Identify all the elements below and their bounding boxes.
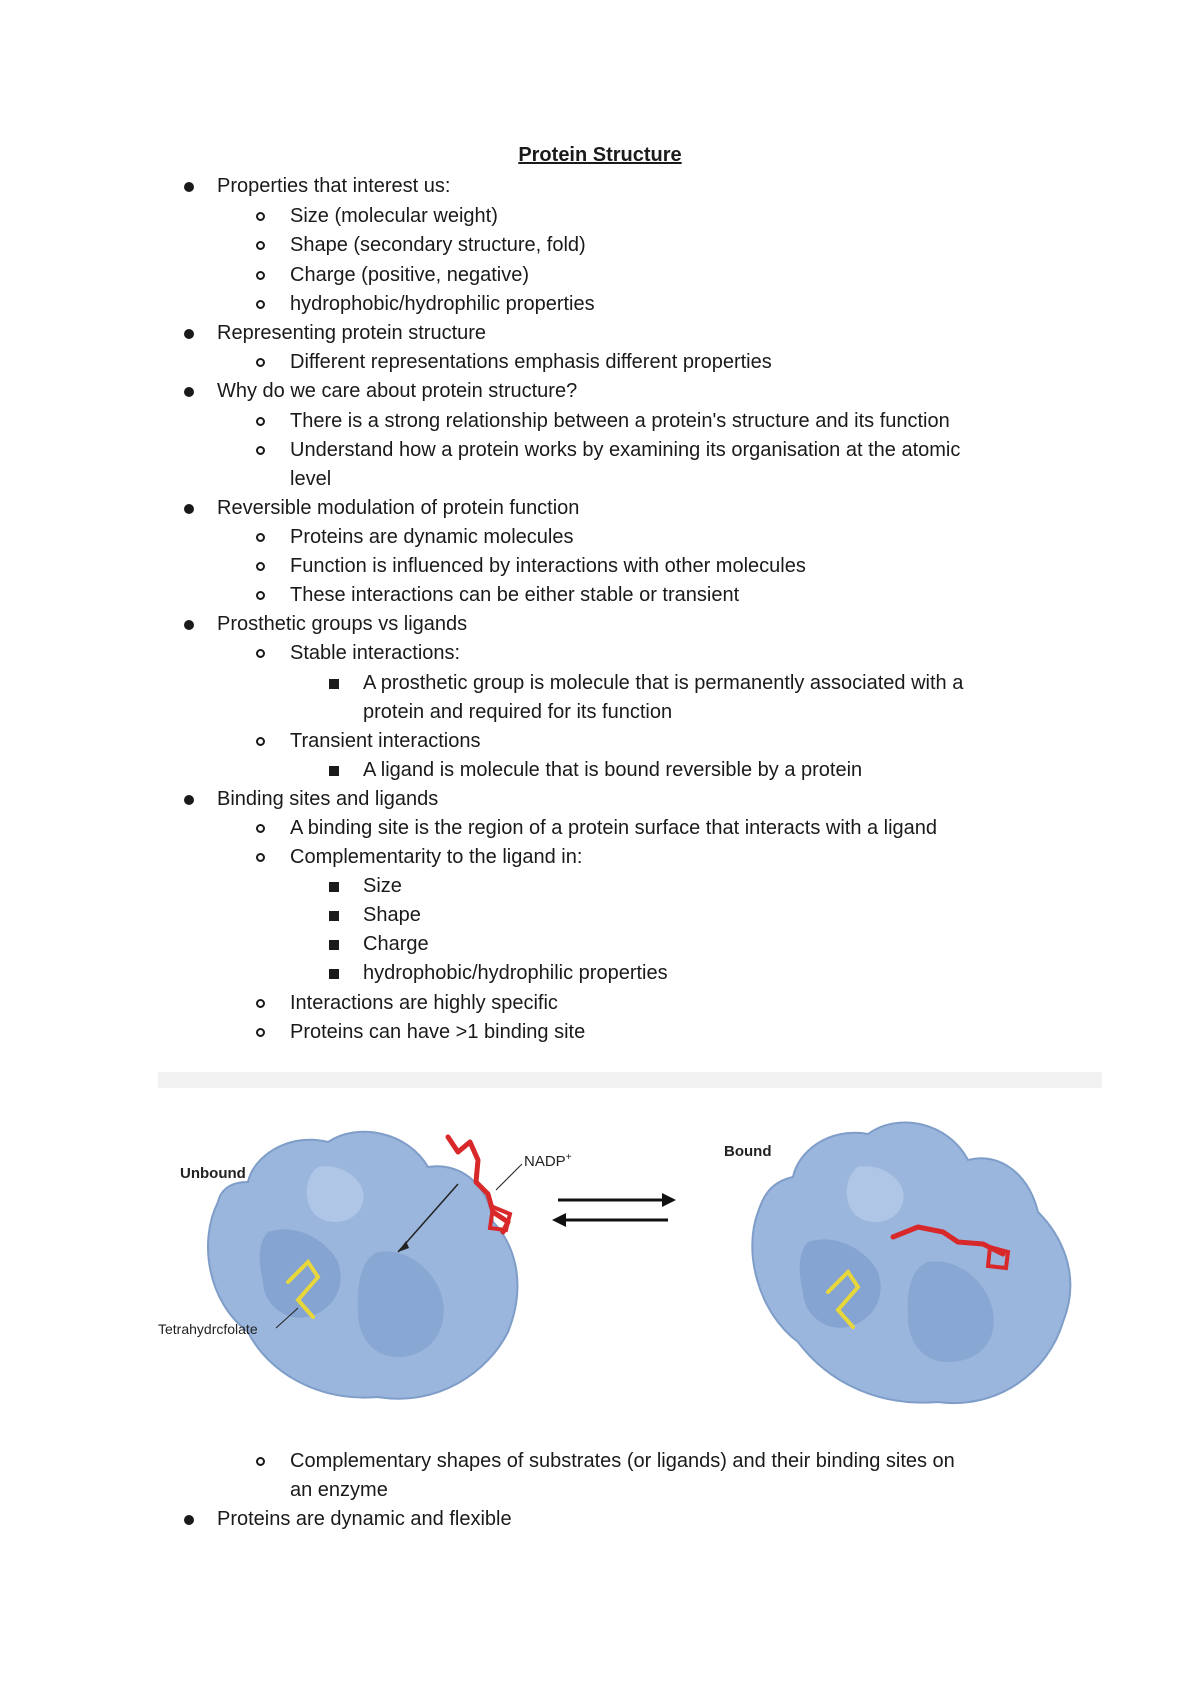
list-item: Representing protein structure bbox=[217, 322, 487, 344]
nadp-ligand bbox=[445, 1134, 513, 1235]
bullet-marker bbox=[256, 1028, 265, 1037]
list-item: Shape bbox=[363, 904, 421, 926]
bullet-marker bbox=[329, 911, 339, 921]
list-item: level bbox=[290, 468, 332, 490]
bullet-marker bbox=[256, 999, 265, 1008]
bullet-marker bbox=[256, 212, 265, 221]
bullet-marker bbox=[329, 766, 339, 776]
bullet-marker bbox=[256, 562, 265, 571]
bullet-marker bbox=[329, 969, 339, 979]
binding-arrow-line bbox=[397, 1183, 459, 1253]
binding-figure: Unbound Tetrahydrcfolate NADP+ Bound bbox=[158, 1072, 1102, 1432]
list-item: Size (molecular weight) bbox=[290, 205, 498, 227]
bullet-marker bbox=[256, 824, 265, 833]
list-item: Complementary shapes of substrates (or l… bbox=[290, 1450, 955, 1472]
list-item: Stable interactions: bbox=[290, 642, 461, 664]
list-item: Different representations emphasis diffe… bbox=[290, 351, 772, 373]
bound-label: Bound bbox=[724, 1143, 771, 1160]
bullet-marker bbox=[329, 940, 339, 950]
bullet-marker bbox=[184, 1515, 194, 1525]
list-item: Function is influenced by interactions w… bbox=[290, 555, 806, 577]
bullet-marker bbox=[256, 417, 265, 426]
list-item: Why do we care about protein structure? bbox=[217, 380, 578, 402]
bullet-marker bbox=[184, 504, 194, 514]
list-item: Transient interactions bbox=[290, 730, 481, 752]
list-item: Understand how a protein works by examin… bbox=[290, 439, 961, 461]
unbound-label: Unbound bbox=[180, 1165, 246, 1182]
bound-protein bbox=[751, 1121, 1072, 1405]
list-item: A prosthetic group is molecule that is p… bbox=[363, 672, 964, 694]
bullet-marker bbox=[184, 620, 194, 630]
list-item: Reversible modulation of protein functio… bbox=[217, 497, 580, 519]
bullet-marker bbox=[256, 591, 265, 600]
bullet-marker bbox=[256, 300, 265, 309]
list-item: A binding site is the region of a protei… bbox=[290, 817, 938, 839]
list-item: Size bbox=[363, 875, 402, 897]
list-item: Binding sites and ligands bbox=[217, 788, 439, 810]
nadp-label: NADP+ bbox=[524, 1152, 572, 1170]
list-item: Proteins are dynamic and flexible bbox=[217, 1508, 512, 1530]
list-item: A ligand is molecule that is bound rever… bbox=[363, 759, 863, 781]
reverse-arrow-head bbox=[552, 1213, 566, 1227]
list-item: Proteins are dynamic molecules bbox=[290, 526, 574, 548]
figure-top-band bbox=[158, 1072, 1102, 1088]
list-item: hydrophobic/hydrophilic properties bbox=[363, 962, 668, 984]
unbound-protein bbox=[207, 1130, 519, 1400]
bullet-marker bbox=[329, 679, 339, 689]
tetrahydrofolate-pointer bbox=[275, 1307, 299, 1329]
list-item: Interactions are highly specific bbox=[290, 992, 558, 1014]
tetrahydrofolate-label: Tetrahydrcfolate bbox=[158, 1321, 258, 1337]
bullet-marker bbox=[256, 271, 265, 280]
bullet-marker bbox=[256, 737, 265, 746]
list-item: Proteins can have >1 binding site bbox=[290, 1021, 586, 1043]
bullet-marker bbox=[256, 358, 265, 367]
list-item: Properties that interest us: bbox=[217, 175, 451, 197]
bullet-marker bbox=[184, 182, 194, 192]
bullet-marker bbox=[256, 649, 265, 658]
list-item: Prosthetic groups vs ligands bbox=[217, 613, 468, 635]
list-item: hydrophobic/hydrophilic properties bbox=[290, 293, 595, 315]
nadp-pointer bbox=[495, 1163, 523, 1191]
bullet-marker bbox=[256, 446, 265, 455]
bullet-marker bbox=[256, 533, 265, 542]
list-item: There is a strong relationship between a… bbox=[290, 410, 950, 432]
binding-arrow-head bbox=[398, 1241, 409, 1252]
page-title: Protein Structure bbox=[518, 144, 682, 166]
list-item: Complementarity to the ligand in: bbox=[290, 846, 583, 868]
bullet-marker bbox=[184, 329, 194, 339]
list-item: These interactions can be either stable … bbox=[290, 584, 740, 606]
bullet-marker bbox=[184, 387, 194, 397]
list-item: Shape (secondary structure, fold) bbox=[290, 234, 586, 256]
list-item: Charge bbox=[363, 933, 429, 955]
bullet-marker bbox=[256, 853, 265, 862]
forward-arrow-head bbox=[662, 1193, 676, 1207]
bullet-marker bbox=[329, 882, 339, 892]
list-item: protein and required for its function bbox=[363, 701, 673, 723]
bullet-marker bbox=[256, 241, 265, 250]
list-item: Charge (positive, negative) bbox=[290, 264, 530, 286]
bullet-marker bbox=[256, 1457, 265, 1466]
list-item: an enzyme bbox=[290, 1479, 388, 1501]
bullet-marker bbox=[184, 795, 194, 805]
